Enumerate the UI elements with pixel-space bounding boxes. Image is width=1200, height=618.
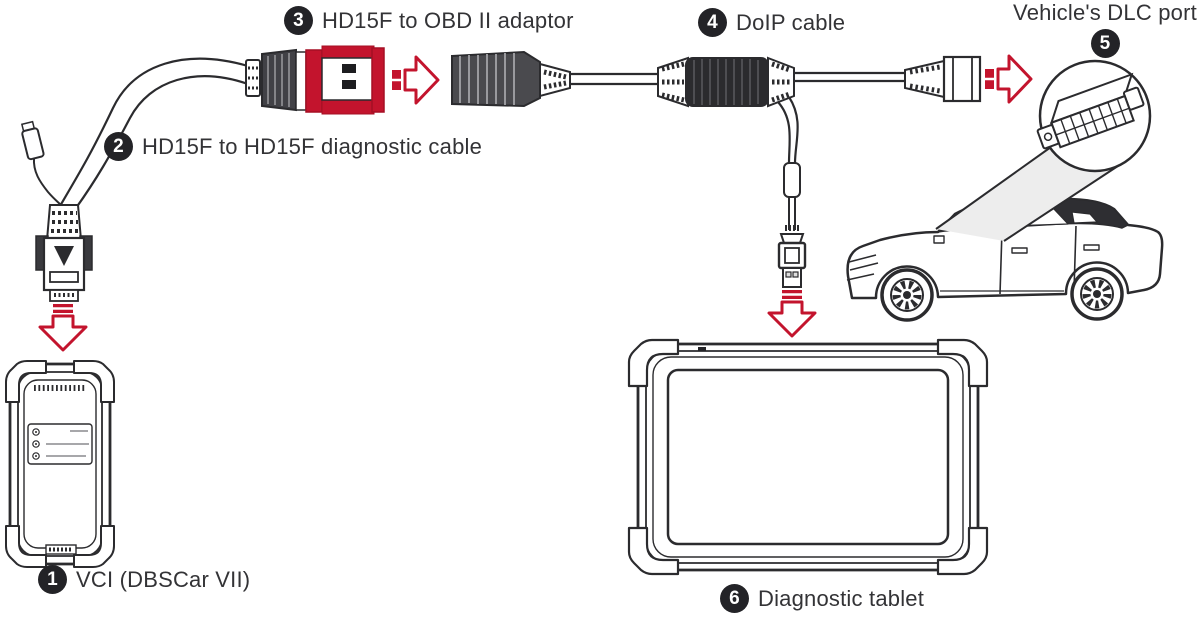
dlc-connector [1036,72,1145,150]
power-wire [20,120,63,207]
red-arrow-right-icon [983,54,1033,104]
vci-led [32,428,40,436]
callout-1-label: VCI (DBSCar VII) [76,566,251,592]
callout-5-badge: 5 [1090,29,1120,58]
callout-5: Vehicle's DLC port 5 [1012,0,1198,58]
callout-4-label: DoIP cable [736,9,846,35]
door-handle [1083,244,1100,251]
callout-2-badge: 2 [104,132,133,161]
callout-4: 4 DoIP cable [698,8,845,37]
wheel-front [882,270,932,320]
power-wire-tip [20,120,45,161]
obd2-connector-left [451,50,660,108]
wheel-rear [1072,269,1122,319]
usb-connector [777,233,807,288]
red-arrow-down-icon [767,288,817,338]
callout-1-badge: 1 [38,565,67,594]
red-arrow-right-icon [390,55,440,105]
hd15f-connector [35,204,93,302]
callout-2-label: HD15F to HD15F diagnostic cable [142,133,483,159]
vci-led [32,440,40,448]
doip-cable-right [794,71,905,83]
vci-device [5,360,115,568]
callout-2: 2 HD15F to HD15F diagnostic cable [104,132,482,161]
headlight [846,254,879,281]
diagnostic-cable [59,57,249,209]
callout-3: 3 HD15F to OBD II adaptor [284,6,574,35]
usb-branch-cable [777,96,801,231]
obd2-adaptor [245,45,385,115]
diagnostic-tablet [627,338,989,576]
side-mirror [933,235,945,244]
doip-inline-coupler [657,56,795,108]
car-quarter-window [1071,211,1098,224]
callout-1: 1 VCI (DBSCar VII) [38,565,250,594]
callout-5-label: Vehicle's DLC port [1013,0,1197,25]
tablet-screen [666,368,950,546]
callout-wedge [935,146,1125,242]
callout-3-label: HD15F to OBD II adaptor [322,7,574,33]
red-arrow-down-icon [38,302,88,352]
callout-6-badge: 6 [720,584,749,613]
callout-6: 6 Diagnostic tablet [720,584,924,613]
door-handle [1011,247,1028,254]
tablet-mark [698,347,706,351]
callout-3-badge: 3 [284,6,313,35]
callout-6-label: Diagnostic tablet [758,585,925,611]
usb-ferrite [783,162,801,198]
vci-status-panel [27,423,93,465]
vci-led [32,452,40,460]
callout-4-badge: 4 [698,8,727,37]
obd2-connector-right [904,55,982,103]
